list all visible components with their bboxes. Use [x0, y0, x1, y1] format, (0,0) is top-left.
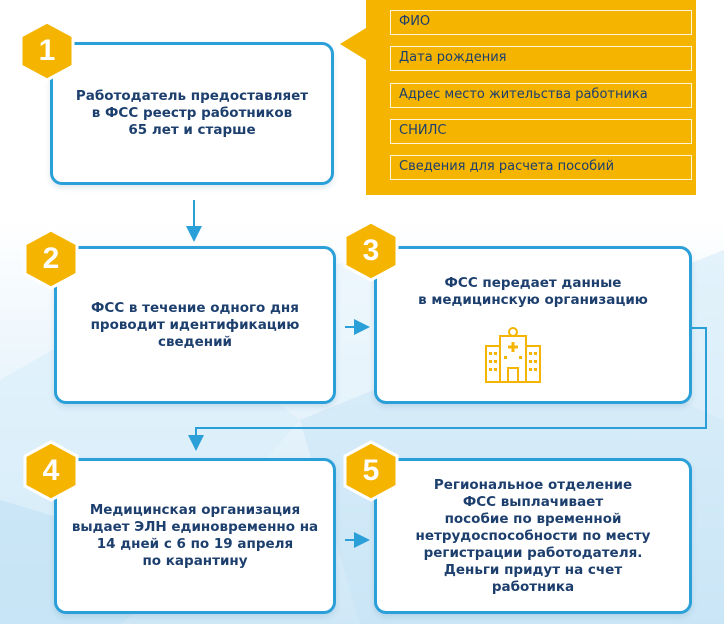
- step-3-box: ФСС передает данные в медицинскую органи…: [374, 246, 692, 404]
- step-5-number: 5: [362, 454, 380, 487]
- step-5-box: Региональное отделение ФСС выплачивает п…: [374, 458, 692, 614]
- step-1-box: Работодатель предоставляет в ФСС реестр …: [50, 42, 334, 185]
- step-2-number: 2: [42, 242, 60, 275]
- hospital-icon: [485, 327, 541, 383]
- step-3-badge: 3: [340, 220, 402, 282]
- step-5-badge: 5: [340, 440, 402, 502]
- registry-field: СНИЛС: [390, 119, 692, 144]
- registry-field: Дата рождения: [390, 46, 692, 71]
- registry-field: Адрес место жительства работника: [390, 83, 692, 108]
- step-2-box: ФСС в течение одного дня проводит иденти…: [54, 246, 336, 404]
- registry-fields-panel: ФИО Дата рождения Адрес место жительства…: [366, 0, 696, 195]
- step-1-number: 1: [38, 34, 56, 67]
- step-4-text: Медицинская организация выдает ЭЛН едино…: [71, 502, 319, 569]
- registry-field: Сведения для расчета пособий: [390, 155, 692, 180]
- registry-field: ФИО: [390, 10, 692, 35]
- step-4-number: 4: [42, 454, 60, 487]
- step-2-text: ФСС в течение одного дня проводит иденти…: [90, 299, 300, 350]
- step-3-text: ФСС передает данные в медицинскую органи…: [418, 275, 648, 308]
- arrow-3-4: [188, 327, 707, 451]
- step-4-badge: 4: [20, 440, 82, 502]
- step-2-badge: 2: [20, 228, 82, 290]
- step-1-badge: 1: [16, 20, 78, 82]
- step-3-number: 3: [362, 234, 380, 267]
- step-5-text: Региональное отделение ФСС выплачивает п…: [415, 476, 651, 595]
- step-4-box: Медицинская организация выдает ЭЛН едино…: [54, 458, 336, 614]
- step-1-text: Работодатель предоставляет в ФСС реестр …: [75, 88, 309, 138]
